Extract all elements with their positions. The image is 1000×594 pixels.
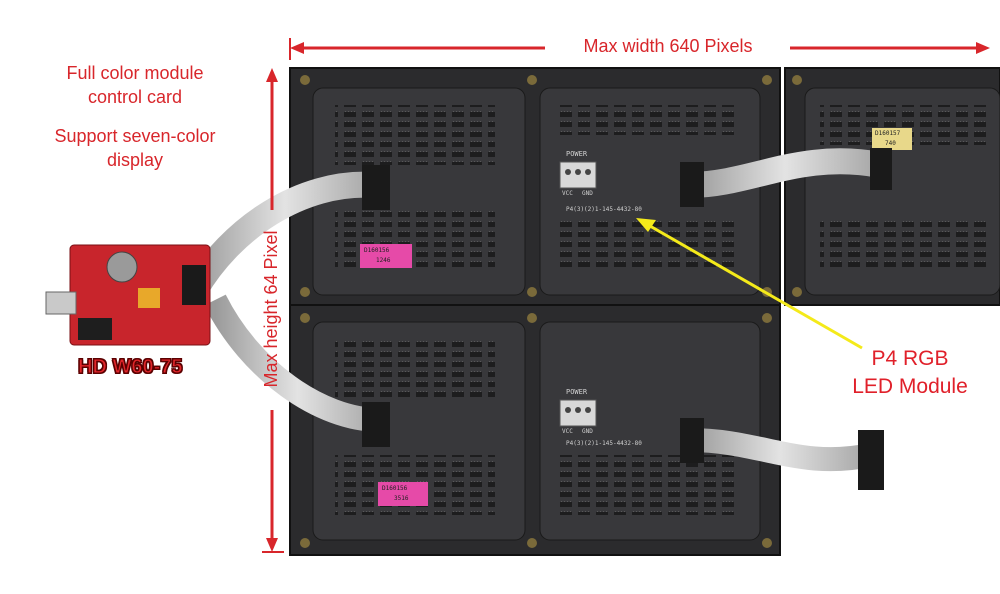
sticker-text-b2: 3516 (394, 495, 409, 502)
sticker-text-a1: D160156 (364, 247, 390, 254)
vcc-print-bottom: VCC (562, 428, 573, 435)
ribbon-cable-card-to-bottom (204, 294, 381, 432)
seven-color-line1: Support seven-color (54, 126, 216, 146)
ribbon-connector (362, 402, 390, 447)
ribbon-cable-bottom-chain (689, 428, 873, 472)
sticker-text-c1: D160157 (875, 130, 901, 137)
ribbon-connector (680, 162, 704, 207)
sticker-text-a2: 1246 (376, 257, 391, 264)
gnd-print-top: GND (582, 190, 593, 197)
module-pointer-arrow (636, 218, 863, 350)
vcc-print-top: VCC (562, 190, 573, 197)
led-module-bottom (289, 304, 781, 556)
card-note: Full color module control card (20, 61, 250, 109)
ribbon-cable-top-chain (689, 148, 883, 198)
led-module-top-right (784, 67, 1000, 306)
sticker-text-b1: D160156 (382, 485, 408, 492)
width-dimension-arrow (289, 38, 990, 60)
seven-color-note: Support seven-color display (10, 124, 260, 172)
usb-port (45, 291, 77, 315)
power-terminal (78, 318, 112, 340)
height-dimension-arrow (262, 68, 284, 553)
card-note-line2: control card (87, 87, 183, 107)
power-print-top: POWER (566, 150, 588, 158)
ribbon-connector (680, 418, 704, 463)
power-connector-bottom (559, 399, 597, 427)
power-connector-top (559, 161, 597, 189)
width-dimension-label: Max width 640 Pixels (548, 36, 788, 57)
sticker-yellow (872, 128, 912, 150)
sticker-pink-bottom (378, 482, 428, 506)
sticker-text-c2: 740 (885, 140, 896, 147)
part-number-print-bottom: P4(3)(2)1-145-4432-80 (566, 440, 642, 447)
gnd-print-bottom: GND (582, 428, 593, 435)
control-card-model-label: HD W60-75 (77, 356, 183, 379)
card-note-line1: Full color module (66, 63, 204, 83)
ribbon-connector (858, 430, 884, 490)
power-print-bottom: POWER (566, 388, 588, 396)
sticker-pink-top (360, 244, 412, 268)
part-number-print: P4(3)(2)1-145-4432-80 (566, 206, 642, 213)
ribbon-connector (362, 165, 390, 210)
module-label-line2: LED Module (852, 375, 968, 398)
module-label-line1: P4 RGB (871, 347, 949, 370)
height-dimension-label: Max height 64 Pixel (261, 230, 281, 388)
module-label: P4 RGB LED Module (830, 345, 990, 401)
seven-color-line2: display (106, 150, 164, 170)
ribbon-connector (870, 148, 892, 190)
control-card (45, 244, 211, 346)
